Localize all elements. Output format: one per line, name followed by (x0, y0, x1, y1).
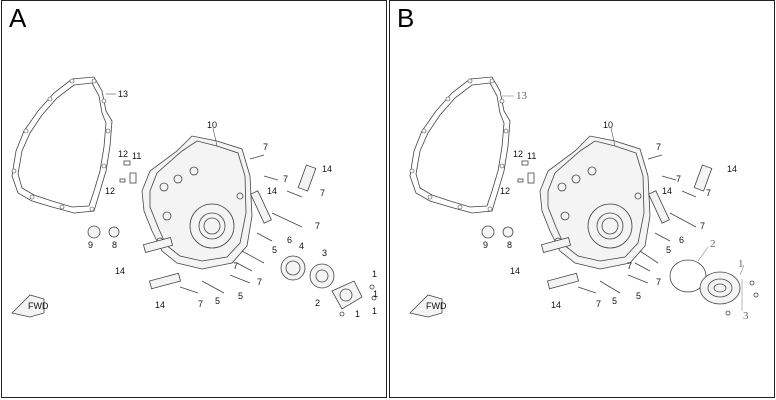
callout-9: 9 (88, 240, 93, 250)
callout-3: 3 (743, 310, 749, 322)
callout-7: 7 (320, 188, 325, 198)
panel-b: B (389, 0, 775, 398)
o-ring (669, 259, 707, 293)
callout-7: 7 (263, 142, 268, 152)
svg-text:FWD: FWD (28, 301, 49, 311)
callout-3: 3 (322, 248, 327, 258)
callout-7: 7 (283, 174, 288, 184)
callout-12: 12 (105, 186, 115, 196)
panel-a: A (1, 0, 387, 398)
callout-14: 14 (115, 266, 125, 276)
callout-5: 5 (636, 291, 641, 301)
callout-6: 6 (679, 235, 684, 245)
fwd-arrow: FWD (409, 294, 447, 318)
gasket (11, 76, 113, 214)
crankcase (141, 127, 253, 270)
callout-14: 14 (155, 300, 165, 310)
callout-14: 14 (510, 266, 520, 276)
callout-2: 2 (710, 238, 716, 250)
panel-b-letter: B (397, 3, 415, 33)
callout-11: 11 (132, 151, 141, 161)
callout-7: 7 (676, 174, 681, 184)
callout-5: 5 (272, 245, 277, 255)
callout-7: 7 (656, 277, 661, 287)
callout-7: 7 (656, 142, 661, 152)
panel-b-drawing: FWD 13 10 12 11 12 7 7 7 7 14 14 6 5 2 1… (409, 76, 759, 322)
callout-13: 13 (118, 89, 128, 99)
gasket (409, 76, 511, 214)
callout-14: 14 (551, 300, 561, 310)
callout-7: 7 (257, 277, 262, 287)
callout-1: 1 (373, 289, 378, 299)
callout-7: 7 (233, 261, 238, 271)
callout-7: 7 (198, 299, 203, 309)
callout-11: 11 (527, 151, 536, 161)
crankcase (539, 127, 651, 270)
callout-7: 7 (706, 188, 711, 198)
callout-6: 6 (287, 235, 292, 245)
callout-1: 1 (355, 309, 360, 319)
callout-12: 12 (513, 149, 523, 159)
callout-8: 8 (507, 240, 512, 250)
callout-4: 4 (299, 241, 304, 251)
callout-9: 9 (483, 240, 488, 250)
panel-a-drawing: FWD 13 10 12 11 12 7 7 7 7 14 14 6 5 4 3… (11, 76, 378, 319)
callout-7: 7 (627, 261, 632, 271)
callout-12: 12 (500, 186, 510, 196)
callout-7: 7 (315, 221, 320, 231)
callout-10: 10 (603, 120, 613, 130)
callout-14: 14 (662, 186, 672, 196)
callout-14: 14 (267, 186, 277, 196)
oil-seal (280, 255, 335, 289)
cover-plate (699, 271, 741, 305)
callout-7: 7 (596, 299, 601, 309)
panel-a-letter: A (9, 3, 27, 33)
callout-13: 13 (516, 90, 528, 102)
callout-10: 10 (207, 120, 217, 130)
svg-text:FWD: FWD (426, 301, 447, 311)
callout-5: 5 (238, 291, 243, 301)
callout-8: 8 (112, 240, 117, 250)
callout-5: 5 (612, 296, 617, 306)
callout-5: 5 (666, 245, 671, 255)
callout-1: 1 (738, 258, 744, 270)
callout-14: 14 (727, 164, 737, 174)
callout-7: 7 (700, 221, 705, 231)
fwd-arrow: FWD (11, 294, 49, 318)
callout-14: 14 (322, 164, 332, 174)
callout-5: 5 (215, 296, 220, 306)
callout-1: 1 (372, 269, 377, 279)
callout-2: 2 (315, 298, 320, 308)
callout-12: 12 (118, 149, 128, 159)
callout-1: 1 (372, 306, 377, 316)
